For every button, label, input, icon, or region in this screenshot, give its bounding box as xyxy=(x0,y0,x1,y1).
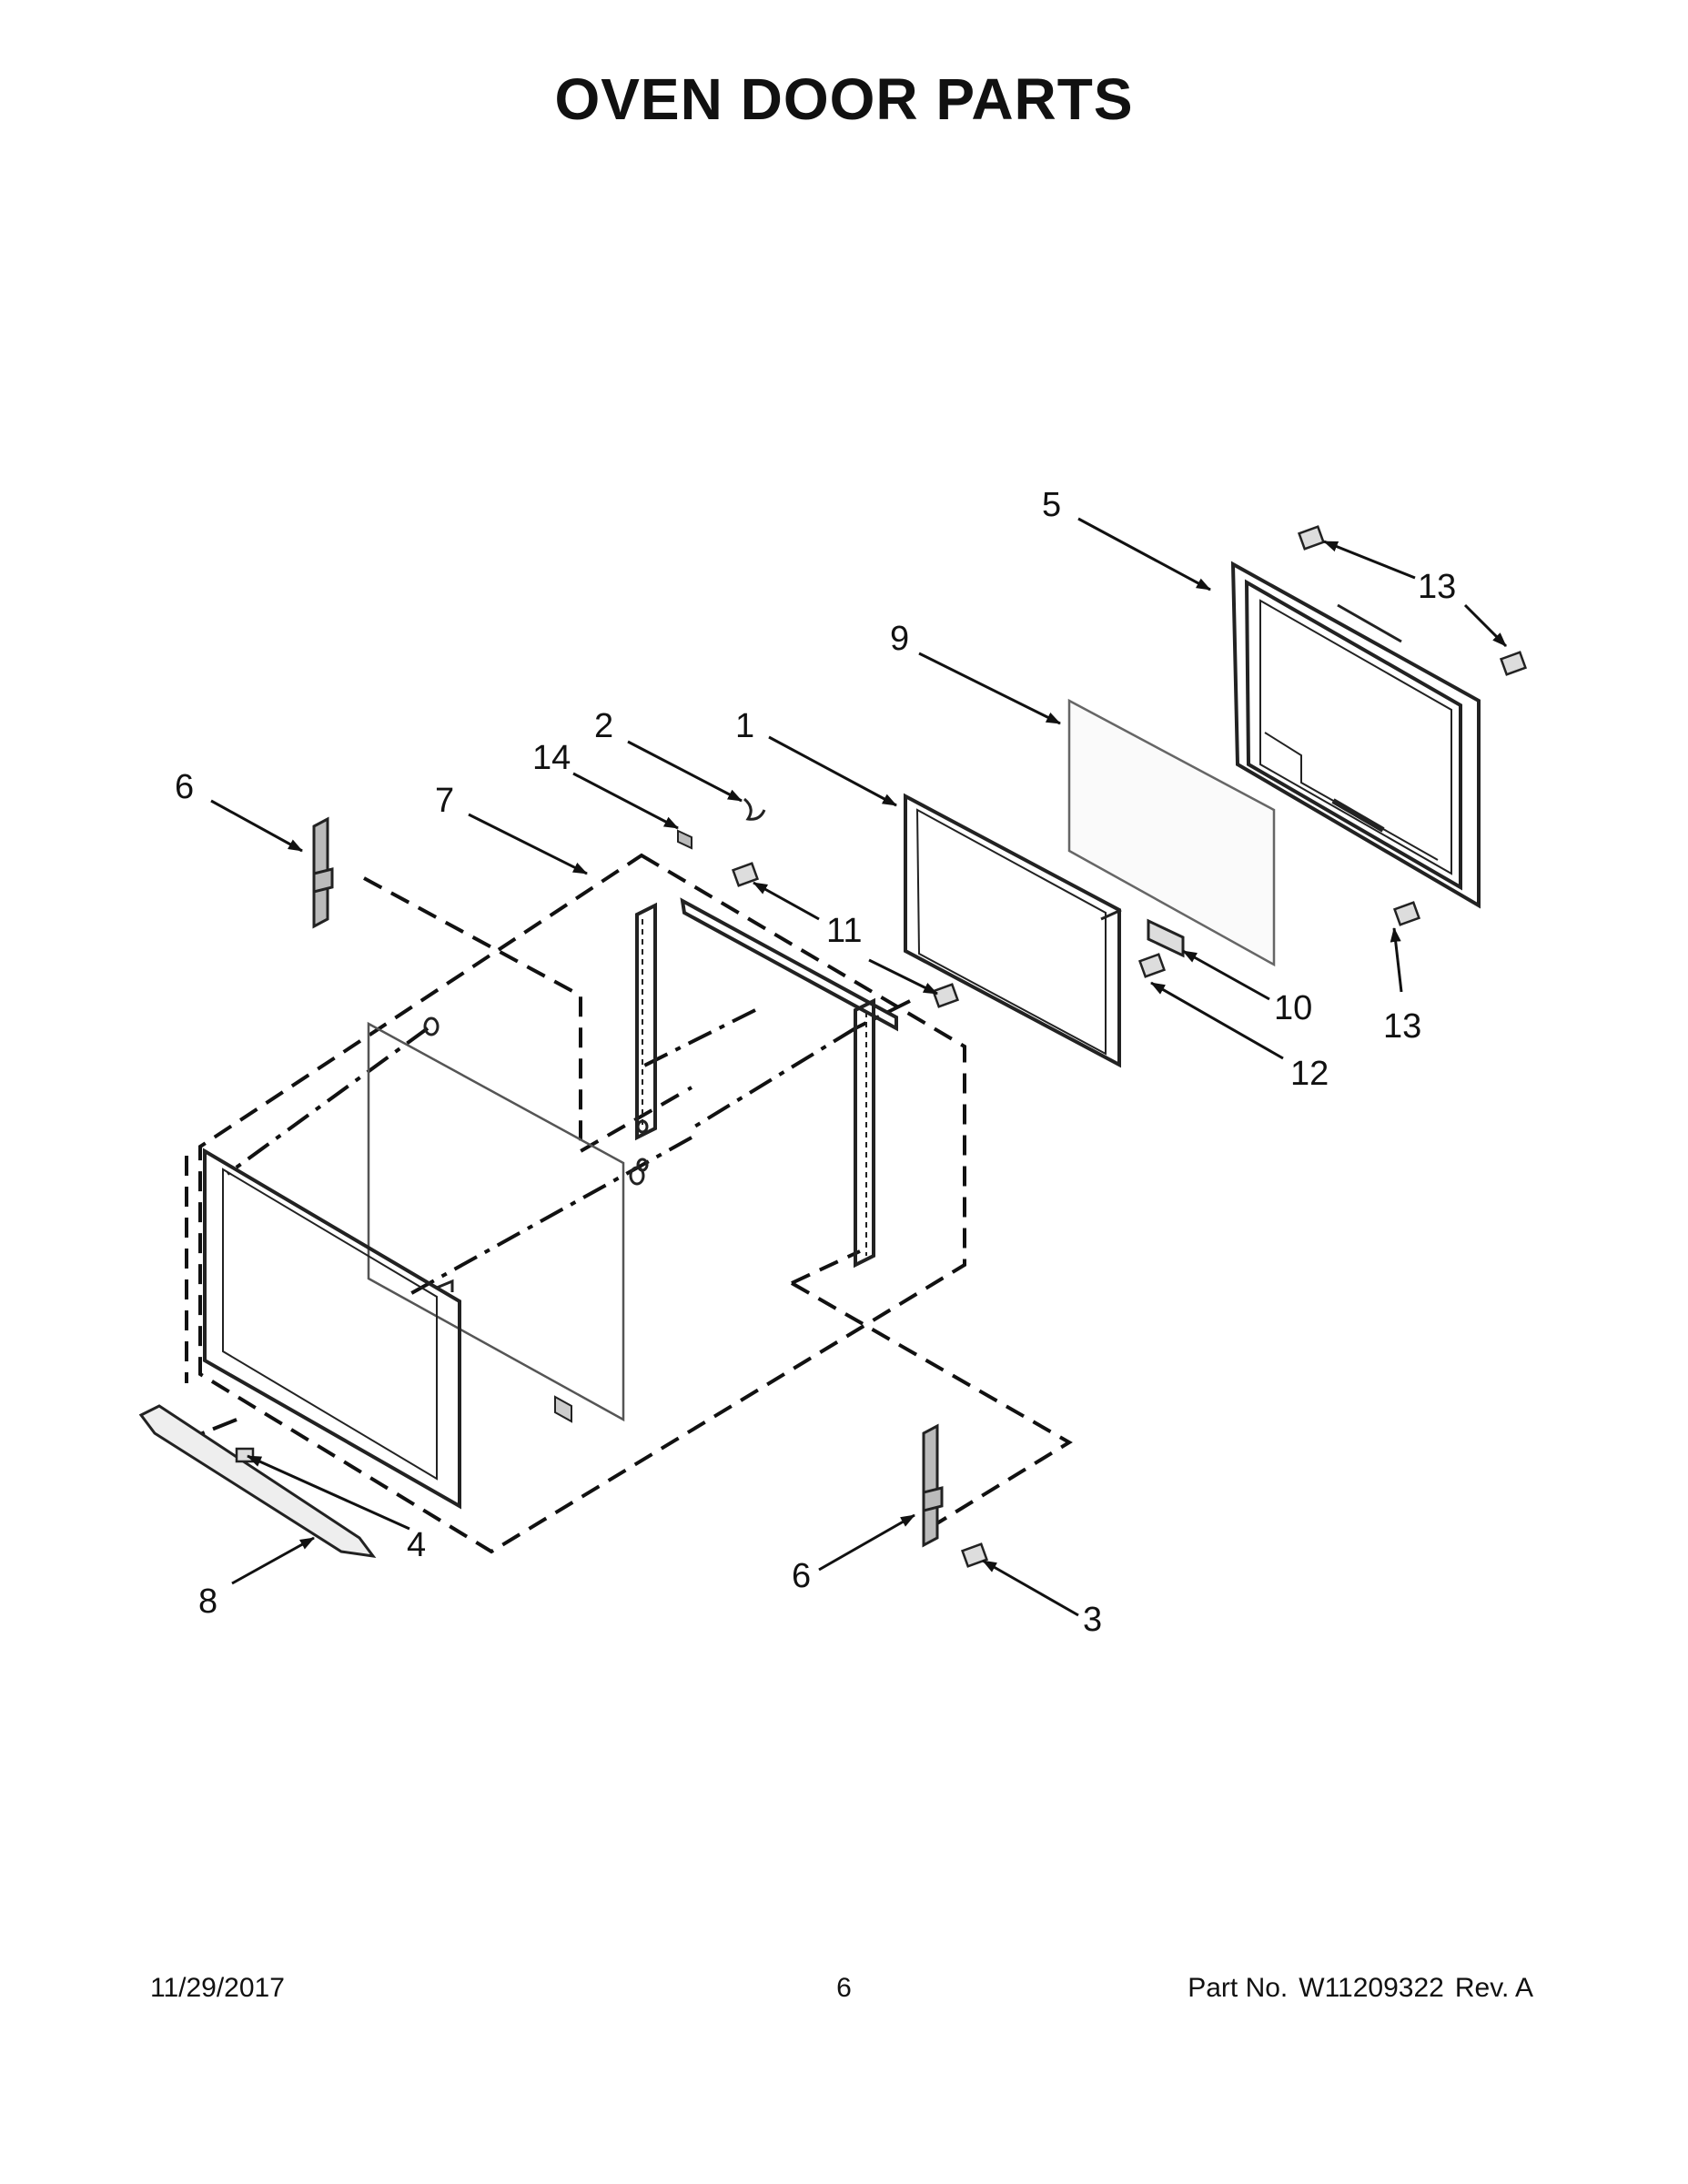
callout-13-top: 13 xyxy=(1418,568,1457,606)
pad xyxy=(554,1395,572,1423)
callout-14: 14 xyxy=(532,739,571,777)
callout-7: 7 xyxy=(435,782,455,820)
callout-3: 3 xyxy=(1083,1601,1103,1639)
footer-part-info: Part No. W11209322 Rev. A xyxy=(1188,1973,1533,2004)
hinge-icon xyxy=(922,1423,944,1548)
clip-part-2 xyxy=(743,797,766,821)
hinge-icon xyxy=(312,816,334,929)
part-number-label: Part No. xyxy=(1188,1973,1289,2003)
revision-label: Rev. A xyxy=(1454,1973,1533,2003)
footer-page-number: 6 xyxy=(836,1973,852,2003)
callout-4: 4 xyxy=(407,1526,427,1564)
callout-5: 5 xyxy=(1042,486,1062,524)
callout-8: 8 xyxy=(198,1582,218,1621)
callout-13-bottom: 13 xyxy=(1383,1007,1422,1046)
leader-arrows xyxy=(210,517,1508,1617)
inner-glass-panel xyxy=(367,1021,625,1422)
page-title: OVEN DOOR PARTS xyxy=(554,66,1134,132)
callout-9: 9 xyxy=(890,620,910,658)
callout-11: 11 xyxy=(826,912,863,950)
footer-date: 11/29/2017 xyxy=(150,1973,285,2003)
door-rails-part-7 xyxy=(635,897,898,1269)
callout-6-top: 6 xyxy=(175,768,195,806)
bracket-part-10 xyxy=(1147,918,1185,958)
part-number-value: W11209322 xyxy=(1299,1973,1444,2003)
screw-icon xyxy=(235,525,1528,1568)
alignment-lines xyxy=(190,999,911,1440)
callout-1: 1 xyxy=(735,707,755,745)
outer-door-frame xyxy=(203,1148,461,1510)
callout-10: 10 xyxy=(1274,989,1313,1027)
washers xyxy=(423,1016,649,1186)
clip-part-14 xyxy=(677,829,692,850)
callout-6-bottom: 6 xyxy=(792,1557,812,1595)
callout-12: 12 xyxy=(1290,1055,1329,1093)
handle-part-8 xyxy=(138,1404,377,1558)
glass-panel-part-9 xyxy=(1067,698,1276,967)
glass-frame-part-1 xyxy=(904,793,1122,1068)
callout-2: 2 xyxy=(594,707,614,745)
door-frame-part-5 xyxy=(1230,561,1481,909)
